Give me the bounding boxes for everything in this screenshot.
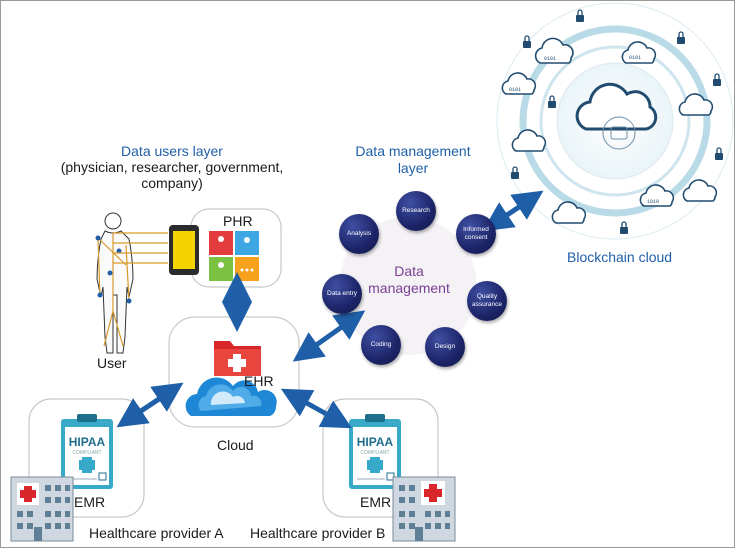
- blockchain-cloud-label: Blockchain cloud: [567, 249, 673, 265]
- provider-b-emr-label: EMR: [360, 494, 392, 510]
- svg-text:1010: 1010: [647, 199, 659, 205]
- provider-a-panel: HIPAA COMPLIANT: [10, 398, 145, 542]
- data-management-node-label: Analysis: [346, 230, 372, 237]
- arrow-cloud-datamgmt: [292, 310, 366, 362]
- provider-b-name: Healthcare provider B: [250, 525, 386, 541]
- provider-a-badge-title: HIPAA: [69, 435, 106, 449]
- data-management-node: Coding: [361, 325, 401, 365]
- provider-b-badge-subtitle: COMPLIANT: [360, 450, 389, 456]
- arrow-cloud-provider-b: [280, 388, 353, 429]
- provider-a-badge-subtitle: COMPLIANT: [72, 450, 101, 456]
- provider-a-emr-label: EMR: [74, 494, 106, 510]
- data-management-node: Informed consent: [456, 214, 496, 254]
- arrow-cloud-provider-a: [116, 382, 184, 428]
- data-management-node: Quality assurance: [467, 281, 507, 321]
- data-management-center-label: Data management: [368, 263, 450, 296]
- data-management-node: Data entry: [322, 274, 362, 314]
- svg-text:0101: 0101: [544, 56, 556, 62]
- data-management-node-label: Informed consent: [463, 226, 489, 241]
- human-figure: [95, 212, 168, 354]
- cloud-label: Cloud: [217, 437, 254, 453]
- data-management-layer-title: Data management layer: [355, 143, 471, 176]
- data-management-node: Analysis: [339, 214, 379, 254]
- data-management-node: Design: [425, 327, 465, 367]
- provider-a-name: Healthcare provider A: [89, 525, 224, 541]
- users-layer-title: Data users layer: [121, 143, 223, 159]
- data-management-node-label: Research: [402, 207, 430, 214]
- connection-arrows: [116, 190, 544, 429]
- phr-label: PHR: [223, 213, 253, 229]
- user-label: User: [97, 355, 127, 371]
- data-management-node-label: Quality assurance: [472, 293, 502, 308]
- arrow-datamgmt-blockchain: [482, 190, 544, 232]
- binary-cloud-icons: 0101 0101 0101 1010: [509, 55, 659, 205]
- ehr-label: EHR: [244, 373, 274, 389]
- svg-text:0101: 0101: [509, 87, 521, 93]
- data-management-node-label: Data entry: [327, 290, 357, 297]
- phr-panel: [169, 208, 282, 288]
- data-management-node: Research: [396, 191, 436, 231]
- blockchain-cloud-graphic: 0101 0101 0101 1010: [496, 2, 734, 240]
- data-cloud-icon: [501, 37, 718, 224]
- cloud-hub-panel: [168, 316, 300, 428]
- provider-b-panel: HIPAA COMPLIANT: [322, 398, 456, 542]
- provider-b-badge-title: HIPAA: [357, 435, 394, 449]
- lock-icons: [511, 9, 723, 234]
- data-management-node-label: Coding: [370, 341, 392, 348]
- data-management-node-label: Design: [434, 343, 456, 350]
- users-layer-subtitle: (physician, researcher, government, comp…: [60, 159, 284, 191]
- svg-text:0101: 0101: [629, 55, 641, 61]
